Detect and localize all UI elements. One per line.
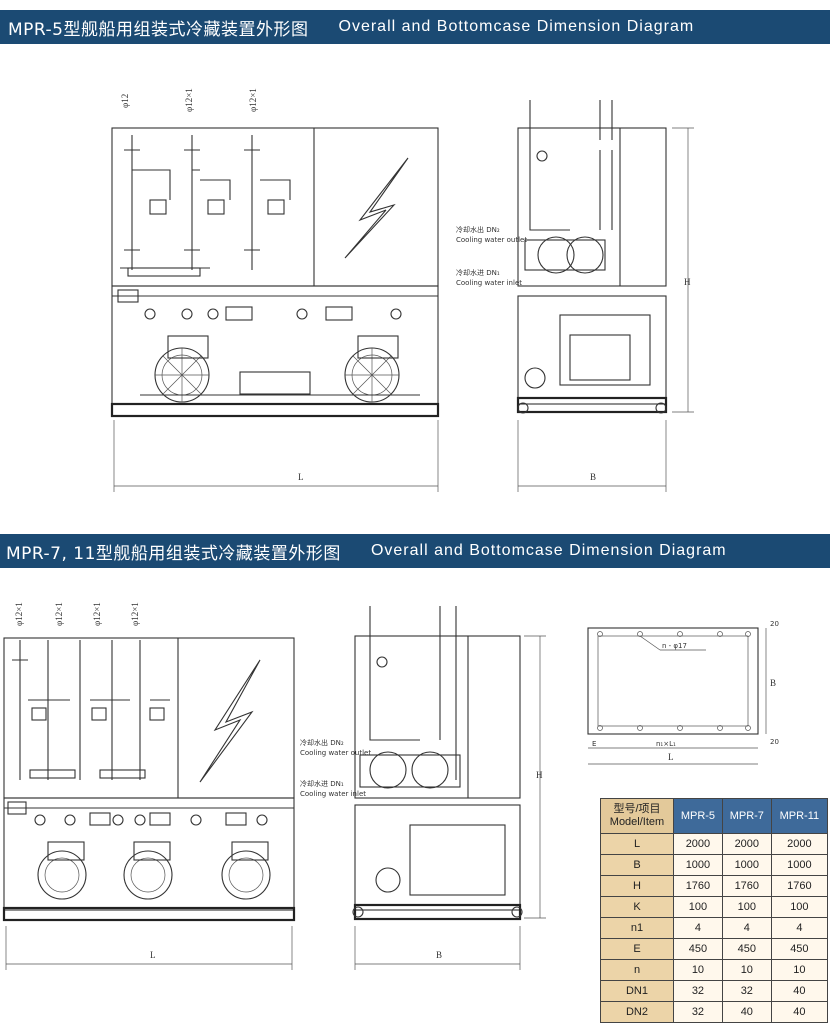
cell: 40	[721, 1001, 772, 1023]
dim-20-top: 20	[770, 620, 779, 628]
cell: 32	[673, 1001, 723, 1023]
cell: 2000	[721, 833, 772, 855]
mpr7-H-label: H	[536, 770, 543, 780]
mpr5-H-label: H	[684, 277, 691, 287]
mpr5-cooling-in-cn: 冷却水进 DN₁	[456, 268, 500, 277]
bottomcase-plan: n - φ17 20 B 20 E n₁×L₁ L	[587, 620, 779, 765]
cell: 1000	[770, 854, 829, 876]
cell: 100	[770, 896, 829, 918]
row-key: DN2	[600, 1001, 674, 1023]
mpr7-side-view: 冷却水出 DN₂ Cooling water outlet 冷却水进 DN₁ C…	[300, 606, 546, 970]
cell: 32	[721, 980, 772, 1002]
mpr5-cooling-out-cn: 冷却水出 DN₂	[456, 225, 500, 234]
bottomcase-L-label: L	[668, 752, 674, 762]
cell: 1760	[673, 875, 723, 897]
cell: 40	[770, 1001, 829, 1023]
cell: 2000	[673, 833, 723, 855]
mpr7-phi12x1-label-c: φ12×1	[92, 602, 102, 626]
cell: 2000	[770, 833, 829, 855]
section2-header: MPR-7, 11型舰船用组装式冷藏装置外形图 Overall and Bott…	[0, 534, 830, 568]
cell: 1000	[721, 854, 772, 876]
spec-header-mpr11: MPR-11	[770, 798, 829, 834]
section1-header: MPR-5型舰船用组装式冷藏装置外形图 Overall and Bottomca…	[0, 10, 830, 44]
bottomcase-B-label: B	[770, 678, 776, 688]
mpr5-front-view: φ12 φ12×1 φ12×1 L	[110, 88, 440, 492]
cell: 4	[673, 917, 723, 939]
row-key: DN1	[600, 980, 674, 1002]
spec-header-row: 型号/项目 Model/Item MPR-5 MPR-7 MPR-11	[600, 798, 829, 834]
cell: 1760	[721, 875, 772, 897]
spec-header-item: 型号/项目 Model/Item	[600, 798, 674, 834]
spec-header-mpr5: MPR-5	[673, 798, 723, 834]
cell: 10	[770, 959, 829, 981]
mpr5-gauges	[144, 306, 402, 321]
mpr5-side-view: 冷却水出 DN₂ Cooling water outlet 冷却水进 DN₁ C…	[456, 100, 694, 492]
mpr7-cooling-out-cn: 冷却水出 DN₂	[300, 738, 344, 747]
row-key: n1	[600, 917, 674, 939]
cell: 40	[770, 980, 829, 1002]
mpr7-B-label: B	[436, 950, 442, 960]
mpr5-L-label: L	[298, 472, 304, 482]
row-key: K	[600, 896, 674, 918]
mpr5-lightning	[344, 157, 409, 259]
section2-title-en: Overall and Bottomcase Dimension Diagram	[370, 542, 727, 559]
mpr7-11-drawing: φ12×1 φ12×1 φ12×1 φ12×1 L 冷却水出 DN₂ Cooli…	[2, 602, 779, 970]
mpr7-cooling-out-en: Cooling water outlet	[300, 749, 371, 757]
mpr7-front-view: φ12×1 φ12×1 φ12×1 φ12×1 L	[2, 602, 296, 970]
mpr7-cooling-in-en: Cooling water inlet	[300, 790, 366, 798]
mpr5-phi12-label: φ12	[120, 94, 130, 108]
cell: 32	[673, 980, 723, 1002]
mpr5-B-label: B	[590, 472, 596, 482]
mpr7-phi12x1-label-d: φ12×1	[130, 602, 140, 626]
mpr5-cooling-out-en: Cooling water outlet	[456, 236, 527, 244]
row-key: H	[600, 875, 674, 897]
mpr7-L-label: L	[150, 950, 156, 960]
row-key: B	[600, 854, 674, 876]
mpr7-phi12x1-label-a: φ12×1	[14, 602, 24, 626]
row-key: n	[600, 959, 674, 981]
mpr7-cooling-in-cn: 冷却水进 DN₁	[300, 779, 344, 788]
cell: 1760	[770, 875, 829, 897]
mpr5-drawing: φ12 φ12×1 φ12×1 L 冷却水出 DN₂ Cooling water…	[110, 88, 694, 492]
cell: 4	[770, 917, 829, 939]
cell: 100	[673, 896, 723, 918]
bolt-holes	[597, 631, 751, 731]
cell: 450	[770, 938, 829, 960]
bolt-hole-label: n - φ17	[662, 642, 687, 650]
mpr5-cooling-in-en: Cooling water inlet	[456, 279, 522, 287]
spec-header-mpr7: MPR-7	[721, 798, 772, 834]
section1-title-en: Overall and Bottomcase Dimension Diagram	[338, 18, 695, 35]
section2-title-cn: MPR-7, 11型舰船用组装式冷藏装置外形图	[6, 543, 341, 564]
mpr7-lightning	[199, 659, 261, 783]
mpr7-phi12x1-label-b: φ12×1	[54, 602, 64, 626]
row-key: L	[600, 833, 674, 855]
cell: 10	[673, 959, 723, 981]
bottomcase-n1L-label: n₁×L₁	[656, 740, 676, 748]
dim-20-bottom: 20	[770, 738, 779, 746]
mpr5-compressors	[140, 335, 420, 403]
cell: 450	[721, 938, 772, 960]
cell: 100	[721, 896, 772, 918]
cell: 10	[721, 959, 772, 981]
mpr5-phi12x1-label-b: φ12×1	[248, 88, 258, 112]
mpr5-piping	[120, 135, 291, 277]
row-key: E	[600, 938, 674, 960]
mpr5-phi12x1-label-a: φ12×1	[184, 88, 194, 112]
cell: 450	[673, 938, 723, 960]
cell: 1000	[673, 854, 723, 876]
cell: 4	[721, 917, 772, 939]
section1-title-cn: MPR-5型舰船用组装式冷藏装置外形图	[8, 19, 309, 40]
bottomcase-E-label: E	[592, 740, 596, 748]
